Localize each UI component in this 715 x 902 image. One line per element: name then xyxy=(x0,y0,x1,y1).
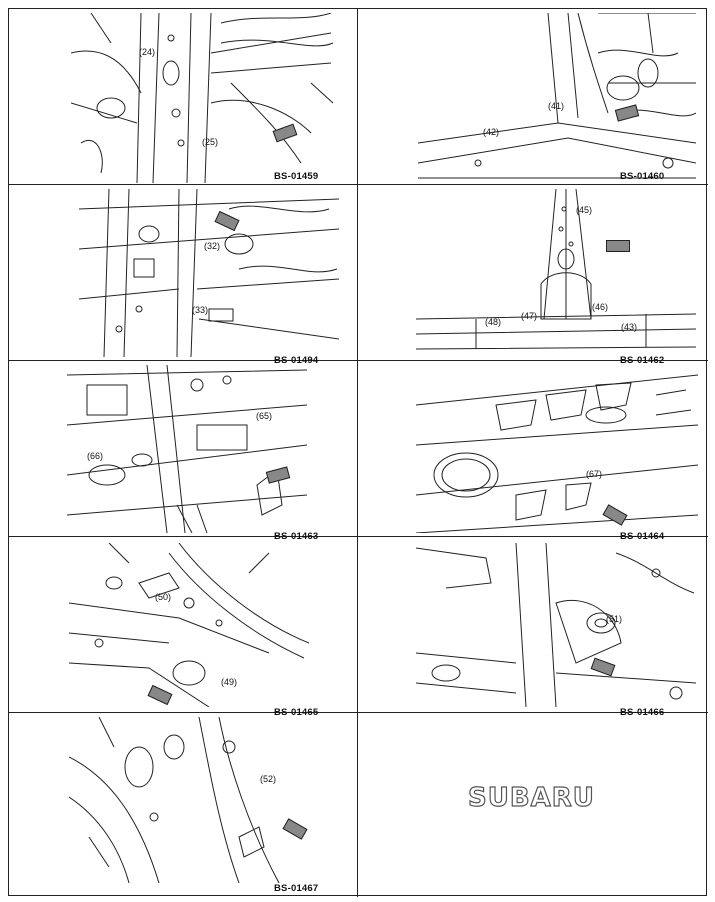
figure-code: BS-01463 xyxy=(274,531,319,542)
callout-65: (65) xyxy=(256,411,273,421)
body-structure-drawing xyxy=(79,189,339,357)
figure-code: BS-01494 xyxy=(274,355,319,366)
body-structure-drawing xyxy=(416,543,696,707)
callout-52: (52) xyxy=(260,774,277,784)
body-structure-drawing xyxy=(69,543,309,707)
callout-41: (41) xyxy=(548,101,565,111)
body-structure-drawing xyxy=(416,365,698,533)
figure-code: BS-01459 xyxy=(274,171,319,182)
callout-47: (47) xyxy=(521,311,538,321)
figure-code: BS-01462 xyxy=(620,355,665,366)
figure-code: BS-01465 xyxy=(274,707,319,718)
callout-48: (48) xyxy=(485,317,502,327)
callout-33: (33) xyxy=(192,305,209,315)
figure-code: BS-01460 xyxy=(620,171,665,182)
figure-code: BS-01464 xyxy=(620,531,665,542)
logo-panel: SUBARU . xyxy=(358,713,708,897)
callout-25: (25) xyxy=(202,137,219,147)
figure-code: BS-01467 xyxy=(274,883,319,894)
body-structure-drawing xyxy=(418,13,696,183)
panel-bs-01494: (32) (33) BS-01494 xyxy=(9,185,358,366)
panel-bs-01460: (41) (42) BS-01460 xyxy=(358,9,708,185)
callout-32: (32) xyxy=(204,241,221,251)
body-structure-drawing xyxy=(69,717,299,883)
callout-50: (50) xyxy=(155,592,172,602)
panel-bs-01464: (67) BS-01464 xyxy=(358,361,708,542)
subaru-logo: SUBARU xyxy=(467,782,595,813)
panel-bs-01462: (45) (46) (47) (48) (43) BS-01462 xyxy=(358,185,708,366)
callout-45: (45) xyxy=(576,205,593,215)
body-structure-drawing xyxy=(416,189,696,357)
panel-bs-01459: (24) (25) BS-01459 xyxy=(9,9,358,185)
callout-67: (67) xyxy=(586,469,603,479)
callout-42: (42) xyxy=(483,127,500,137)
diagram-sheet: (24) (25) BS-01459 (41) (42) BS-01460 xyxy=(8,8,708,897)
panel-bs-01465: (50) (49) BS-01465 xyxy=(9,537,358,718)
logo-mark: . xyxy=(588,785,590,791)
panel-bs-01463: (65) (66) BS-01463 xyxy=(9,361,358,542)
callout-66: (66) xyxy=(87,451,104,461)
panel-bs-01467: (52) BS-01467 xyxy=(9,713,358,897)
callout-24: (24) xyxy=(139,47,156,57)
callout-49: (49) xyxy=(221,677,238,687)
callout-51: (51) xyxy=(606,614,623,624)
callout-43: (43) xyxy=(621,322,638,332)
figure-code: BS-01466 xyxy=(620,707,665,718)
body-structure-drawing xyxy=(67,365,307,533)
callout-46: (46) xyxy=(592,302,609,312)
body-structure-drawing xyxy=(71,13,336,183)
arrow-icon xyxy=(606,240,630,252)
panel-bs-01466: (51) BS-01466 xyxy=(358,537,708,718)
